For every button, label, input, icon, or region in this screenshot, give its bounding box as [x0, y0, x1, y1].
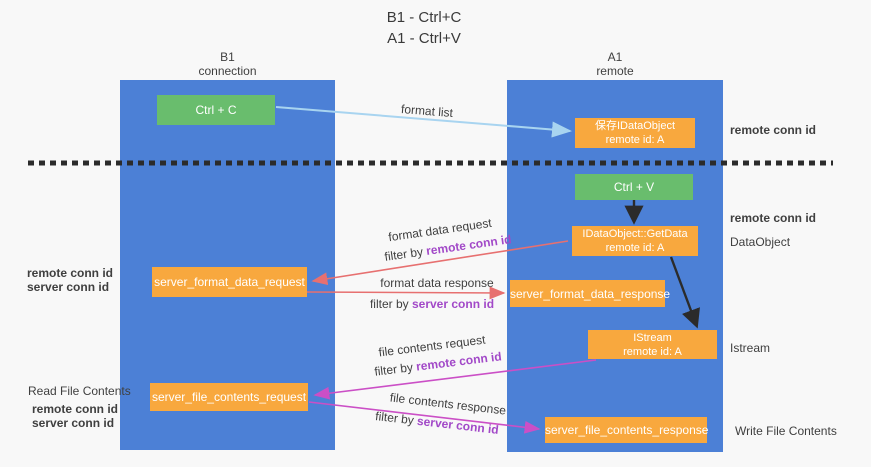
annotation-left-server-conn-id-1: server conn id	[27, 280, 110, 294]
annotation-left-server-conn-id-2: server conn id	[32, 416, 115, 430]
annotation-dataobject: DataObject	[730, 235, 791, 249]
node-server-format-data-response-label: server_format_data_response	[510, 286, 671, 301]
lane-header-b1: B1 connection	[120, 50, 335, 78]
node-server-format-data-request: server_format_data_request	[152, 267, 307, 297]
annotation-left-remote-conn-id-1: remote conn id	[27, 266, 114, 280]
node-server-file-contents-response: server_file_contents_response	[545, 417, 709, 443]
edge-label-format-data-response-filter: filter by server conn id	[370, 297, 494, 311]
annotation-istream: Istream	[730, 341, 771, 355]
filter-by-text: filter by	[369, 297, 412, 311]
filter-by-text: filter by	[373, 359, 418, 379]
lane-a1-name: A1	[607, 50, 623, 64]
node-save-dataobject-line2: remote id: A	[605, 134, 665, 146]
node-istream: IStream remote id: A	[588, 330, 717, 359]
node-save-dataobject: 保存IDataObject remote id: A	[575, 118, 695, 148]
node-server-file-contents-request-label: server_file_contents_request	[151, 390, 307, 404]
node-server-file-contents-request: server_file_contents_request	[150, 383, 308, 411]
annotation-left-remote-conn-id-2: remote conn id	[32, 402, 119, 416]
node-save-dataobject-line1: 保存IDataObject	[594, 120, 676, 132]
filter-by-text: filter by	[383, 244, 428, 264]
lane-b1-role: connection	[198, 64, 257, 78]
node-ctrl-v-label: Ctrl + V	[613, 180, 655, 194]
server-conn-id-key: server conn id	[416, 413, 500, 437]
node-server-format-data-request-label: server_format_data_request	[154, 275, 305, 289]
annotation-read-file-contents: Read File Contents	[28, 384, 131, 398]
lane-header-a1: A1 remote	[507, 50, 723, 78]
lane-a1-role: remote	[596, 64, 634, 78]
annotation-remote-conn-id-mid: remote conn id	[730, 211, 817, 225]
node-istream-line1: IStream	[633, 331, 672, 344]
title-line-2: A1 - Ctrl+V	[387, 30, 461, 47]
node-getdata-line2: remote id: A	[605, 242, 665, 254]
annotation-write-file-contents: Write File Contents	[735, 424, 837, 438]
node-ctrl-c: Ctrl + C	[157, 95, 275, 125]
node-ctrl-v: Ctrl + V	[575, 174, 693, 200]
edge-label-format-data-response: format data response	[380, 276, 494, 290]
server-conn-id-key: server conn id	[411, 297, 495, 311]
node-istream-line2: remote id: A	[623, 345, 682, 358]
diagram-title: B1 - Ctrl+C A1 - Ctrl+V	[0, 7, 848, 49]
node-getdata-line1: IDataObject::GetData	[582, 228, 688, 240]
title-line-1: B1 - Ctrl+C	[386, 9, 462, 26]
lane-b1-name: B1	[220, 50, 235, 64]
node-server-format-data-response: server_format_data_response	[510, 280, 671, 307]
annotation-remote-conn-id-top: remote conn id	[730, 123, 817, 137]
edge-label-format-list: format list	[400, 101, 454, 121]
node-ctrl-c-label: Ctrl + C	[195, 103, 237, 117]
node-server-file-contents-response-label: server_file_contents_response	[545, 423, 709, 437]
arrow-format-data-response	[306, 286, 506, 300]
node-getdata: IDataObject::GetData remote id: A	[572, 226, 698, 256]
filter-by-text: filter by	[374, 409, 418, 428]
